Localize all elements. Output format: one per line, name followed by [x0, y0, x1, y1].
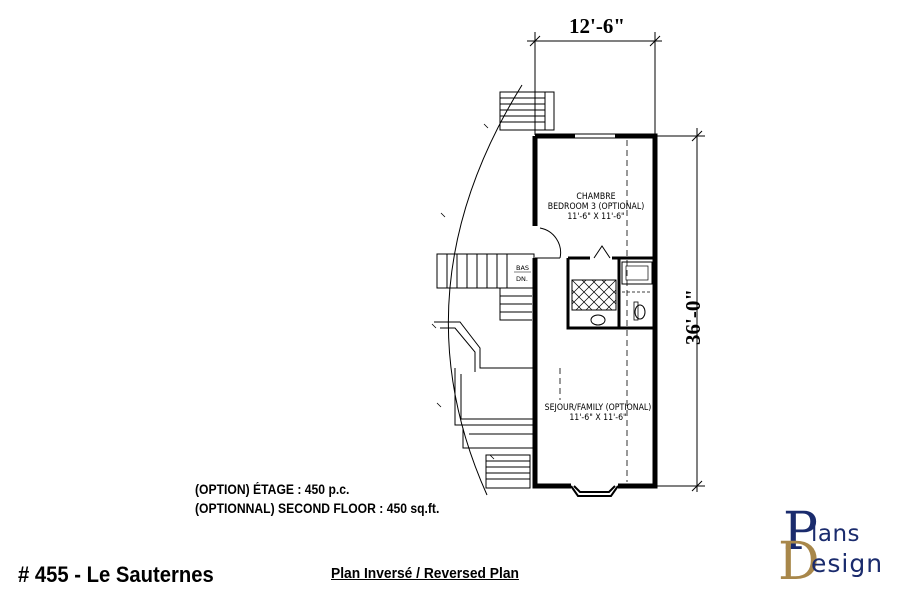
width-dimension: 12'-6"	[569, 14, 625, 38]
dashed-ceiling-lines	[559, 140, 628, 482]
lower-roof-lines	[434, 321, 534, 449]
roof-outline	[447, 84, 523, 496]
staircase	[436, 253, 535, 321]
room-label-family: SEJOUR/FAMILY (OPTIONAL) 11'-6" X 11'-6"	[540, 403, 656, 423]
area-label-fr: (OPTION) ÉTAGE : 450 p.c.	[195, 482, 350, 497]
bedroom-door	[535, 227, 562, 259]
exterior-walls	[532, 133, 658, 489]
room-name-fr: CHAMBRE	[576, 192, 616, 202]
stair-label-en: DN.	[516, 275, 528, 283]
plan-type-label: Plan Inversé / Reversed Plan	[331, 565, 519, 582]
logo-word-lans: lans	[811, 521, 861, 547]
room-size: 11'-6" X 11'-6"	[569, 413, 627, 423]
balcony-bottom	[485, 454, 531, 489]
logo-initial-p: P	[783, 502, 818, 562]
balcony-top	[499, 91, 555, 131]
logo-word-esign: esign	[811, 549, 884, 578]
room-name: SEJOUR/FAMILY (OPTIONAL)	[544, 403, 652, 413]
stair-label-fr: BAS	[516, 264, 530, 272]
plan-title: # 455 - Le Sauternes	[18, 562, 214, 587]
depth-dimension: 36'-0"	[681, 289, 705, 345]
room-name-en: BEDROOM 3 (OPTIONAL)	[547, 202, 645, 212]
width-dimension-line	[527, 32, 662, 135]
room-label-bedroom: CHAMBRE BEDROOM 3 (OPTIONAL) 11'-6" X 11…	[541, 192, 651, 222]
depth-dimension-line	[657, 128, 705, 492]
plans-design-logo: P D lans esign	[778, 502, 896, 592]
logo-initial-d: D	[778, 532, 820, 592]
area-label-en: (OPTIONNAL) SECOND FLOOR : 450 sq.ft.	[195, 501, 440, 516]
bay-window	[570, 485, 619, 497]
bathroom	[566, 245, 655, 330]
room-size: 11'-6" X 11'-6"	[567, 212, 625, 222]
roof-slope-marks	[431, 123, 495, 460]
